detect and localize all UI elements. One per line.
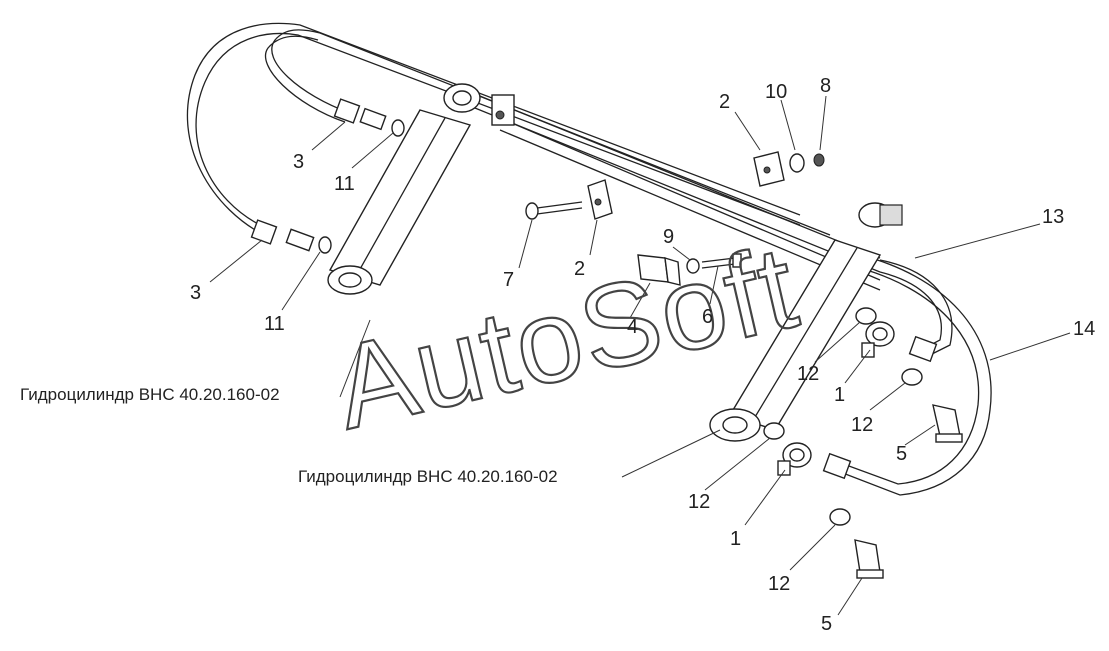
- rail-clamp-upper: [491, 94, 515, 126]
- label-5-a: 5: [896, 443, 907, 465]
- cylinder-right: [709, 202, 903, 442]
- label-5-b: 5: [821, 613, 832, 635]
- label-3-lower: 3: [190, 282, 201, 304]
- label-12-d: 12: [768, 573, 790, 595]
- label-12-b: 12: [851, 414, 873, 436]
- label-11-lower: 11: [264, 313, 285, 335]
- label-10: 10: [765, 81, 787, 103]
- label-3-upper: 3: [293, 151, 304, 173]
- clamp-part-upper: [753, 151, 825, 187]
- fitting-set-upper-left: [333, 98, 405, 137]
- label-14: 14: [1073, 318, 1095, 340]
- fitting-set-lower-left: [250, 219, 332, 254]
- bracket-part: [637, 253, 742, 286]
- label-2-lower: 2: [574, 258, 585, 280]
- label-7: 7: [503, 269, 514, 291]
- fitting-set-right-lower: [763, 422, 884, 579]
- label-11-upper: 11: [334, 173, 355, 195]
- part-labels: 3 11 3 11 2 10 8 2 9 7 4 6 13 14 12 1 12…: [190, 75, 1095, 635]
- cylinder-left: [327, 83, 481, 295]
- label-6: 6: [702, 306, 713, 328]
- label-13: 13: [1042, 206, 1064, 228]
- caption-cylinder-right: Гидроцилиндр ВНС 40.20.160-02: [298, 467, 558, 486]
- label-2-upper: 2: [719, 91, 730, 113]
- label-12-c: 12: [688, 491, 710, 513]
- label-8: 8: [820, 75, 831, 97]
- label-9: 9: [663, 226, 674, 248]
- clamp-part-lower: [525, 179, 613, 220]
- label-12-a: 12: [797, 363, 819, 385]
- caption-cylinder-left: Гидроцилиндр ВНС 40.20.160-02: [20, 385, 280, 404]
- pipe-bundle: [186, 22, 992, 496]
- label-1-a: 1: [834, 384, 845, 406]
- label-4: 4: [627, 316, 638, 338]
- label-1-b: 1: [730, 528, 741, 550]
- fitting-set-right-upper: [855, 307, 963, 443]
- leader-lines: [209, 95, 1071, 616]
